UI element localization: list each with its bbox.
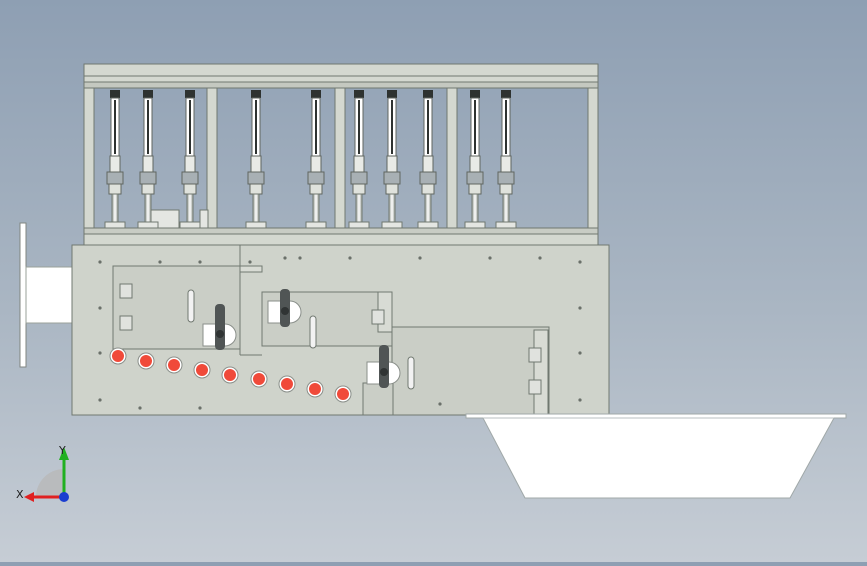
y-axis-label: Y <box>58 444 66 457</box>
pneumatic-cylinder <box>305 90 327 229</box>
bolt-hole <box>298 256 302 260</box>
pneumatic-cylinder <box>495 90 517 229</box>
pneumatic-cylinder <box>245 90 267 229</box>
bolt-holes <box>98 256 582 410</box>
bolt-hole <box>158 260 162 264</box>
lever-handles <box>202 289 401 388</box>
left-flange <box>19 222 74 368</box>
upper-frame <box>83 63 599 246</box>
pneumatic-cylinder <box>348 90 370 229</box>
pneumatic-cylinder <box>179 90 201 229</box>
triad-sector <box>36 469 64 497</box>
pneumatic-cylinder <box>381 90 403 229</box>
lever-handle <box>267 289 302 327</box>
bolt-hole <box>538 256 542 260</box>
output-tray <box>465 413 847 499</box>
bolt-hole <box>283 256 287 260</box>
pneumatic-cylinder <box>137 90 159 229</box>
bolt-hole <box>418 256 422 260</box>
bolt-hole <box>578 351 582 355</box>
bolt-hole <box>98 260 102 264</box>
bolt-hole <box>578 306 582 310</box>
axis-triad[interactable]: Y X <box>16 444 69 502</box>
pneumatic-cylinder <box>104 90 126 229</box>
bolt-hole <box>98 351 102 355</box>
bolt-hole <box>488 256 492 260</box>
slot-markers <box>187 289 415 390</box>
bolt-hole <box>138 406 142 410</box>
bolt-hole <box>578 260 582 264</box>
lever-handle <box>366 345 401 388</box>
bolt-hole <box>98 398 102 402</box>
x-axis-label: X <box>16 488 24 501</box>
cylinder-array <box>104 90 517 229</box>
pneumatic-cylinder <box>464 90 486 229</box>
panel-brackets <box>119 283 542 395</box>
bolt-hole <box>98 306 102 310</box>
lever-handle <box>202 304 237 350</box>
bolt-hole <box>248 260 252 264</box>
bolt-hole <box>348 256 352 260</box>
bolt-hole <box>198 406 202 410</box>
z-axis-marker <box>59 492 69 502</box>
indicator-lamps <box>109 347 352 403</box>
bolt-hole <box>438 402 442 406</box>
pneumatic-cylinder <box>417 90 439 229</box>
bolt-hole <box>198 260 202 264</box>
bolt-hole <box>578 398 582 402</box>
